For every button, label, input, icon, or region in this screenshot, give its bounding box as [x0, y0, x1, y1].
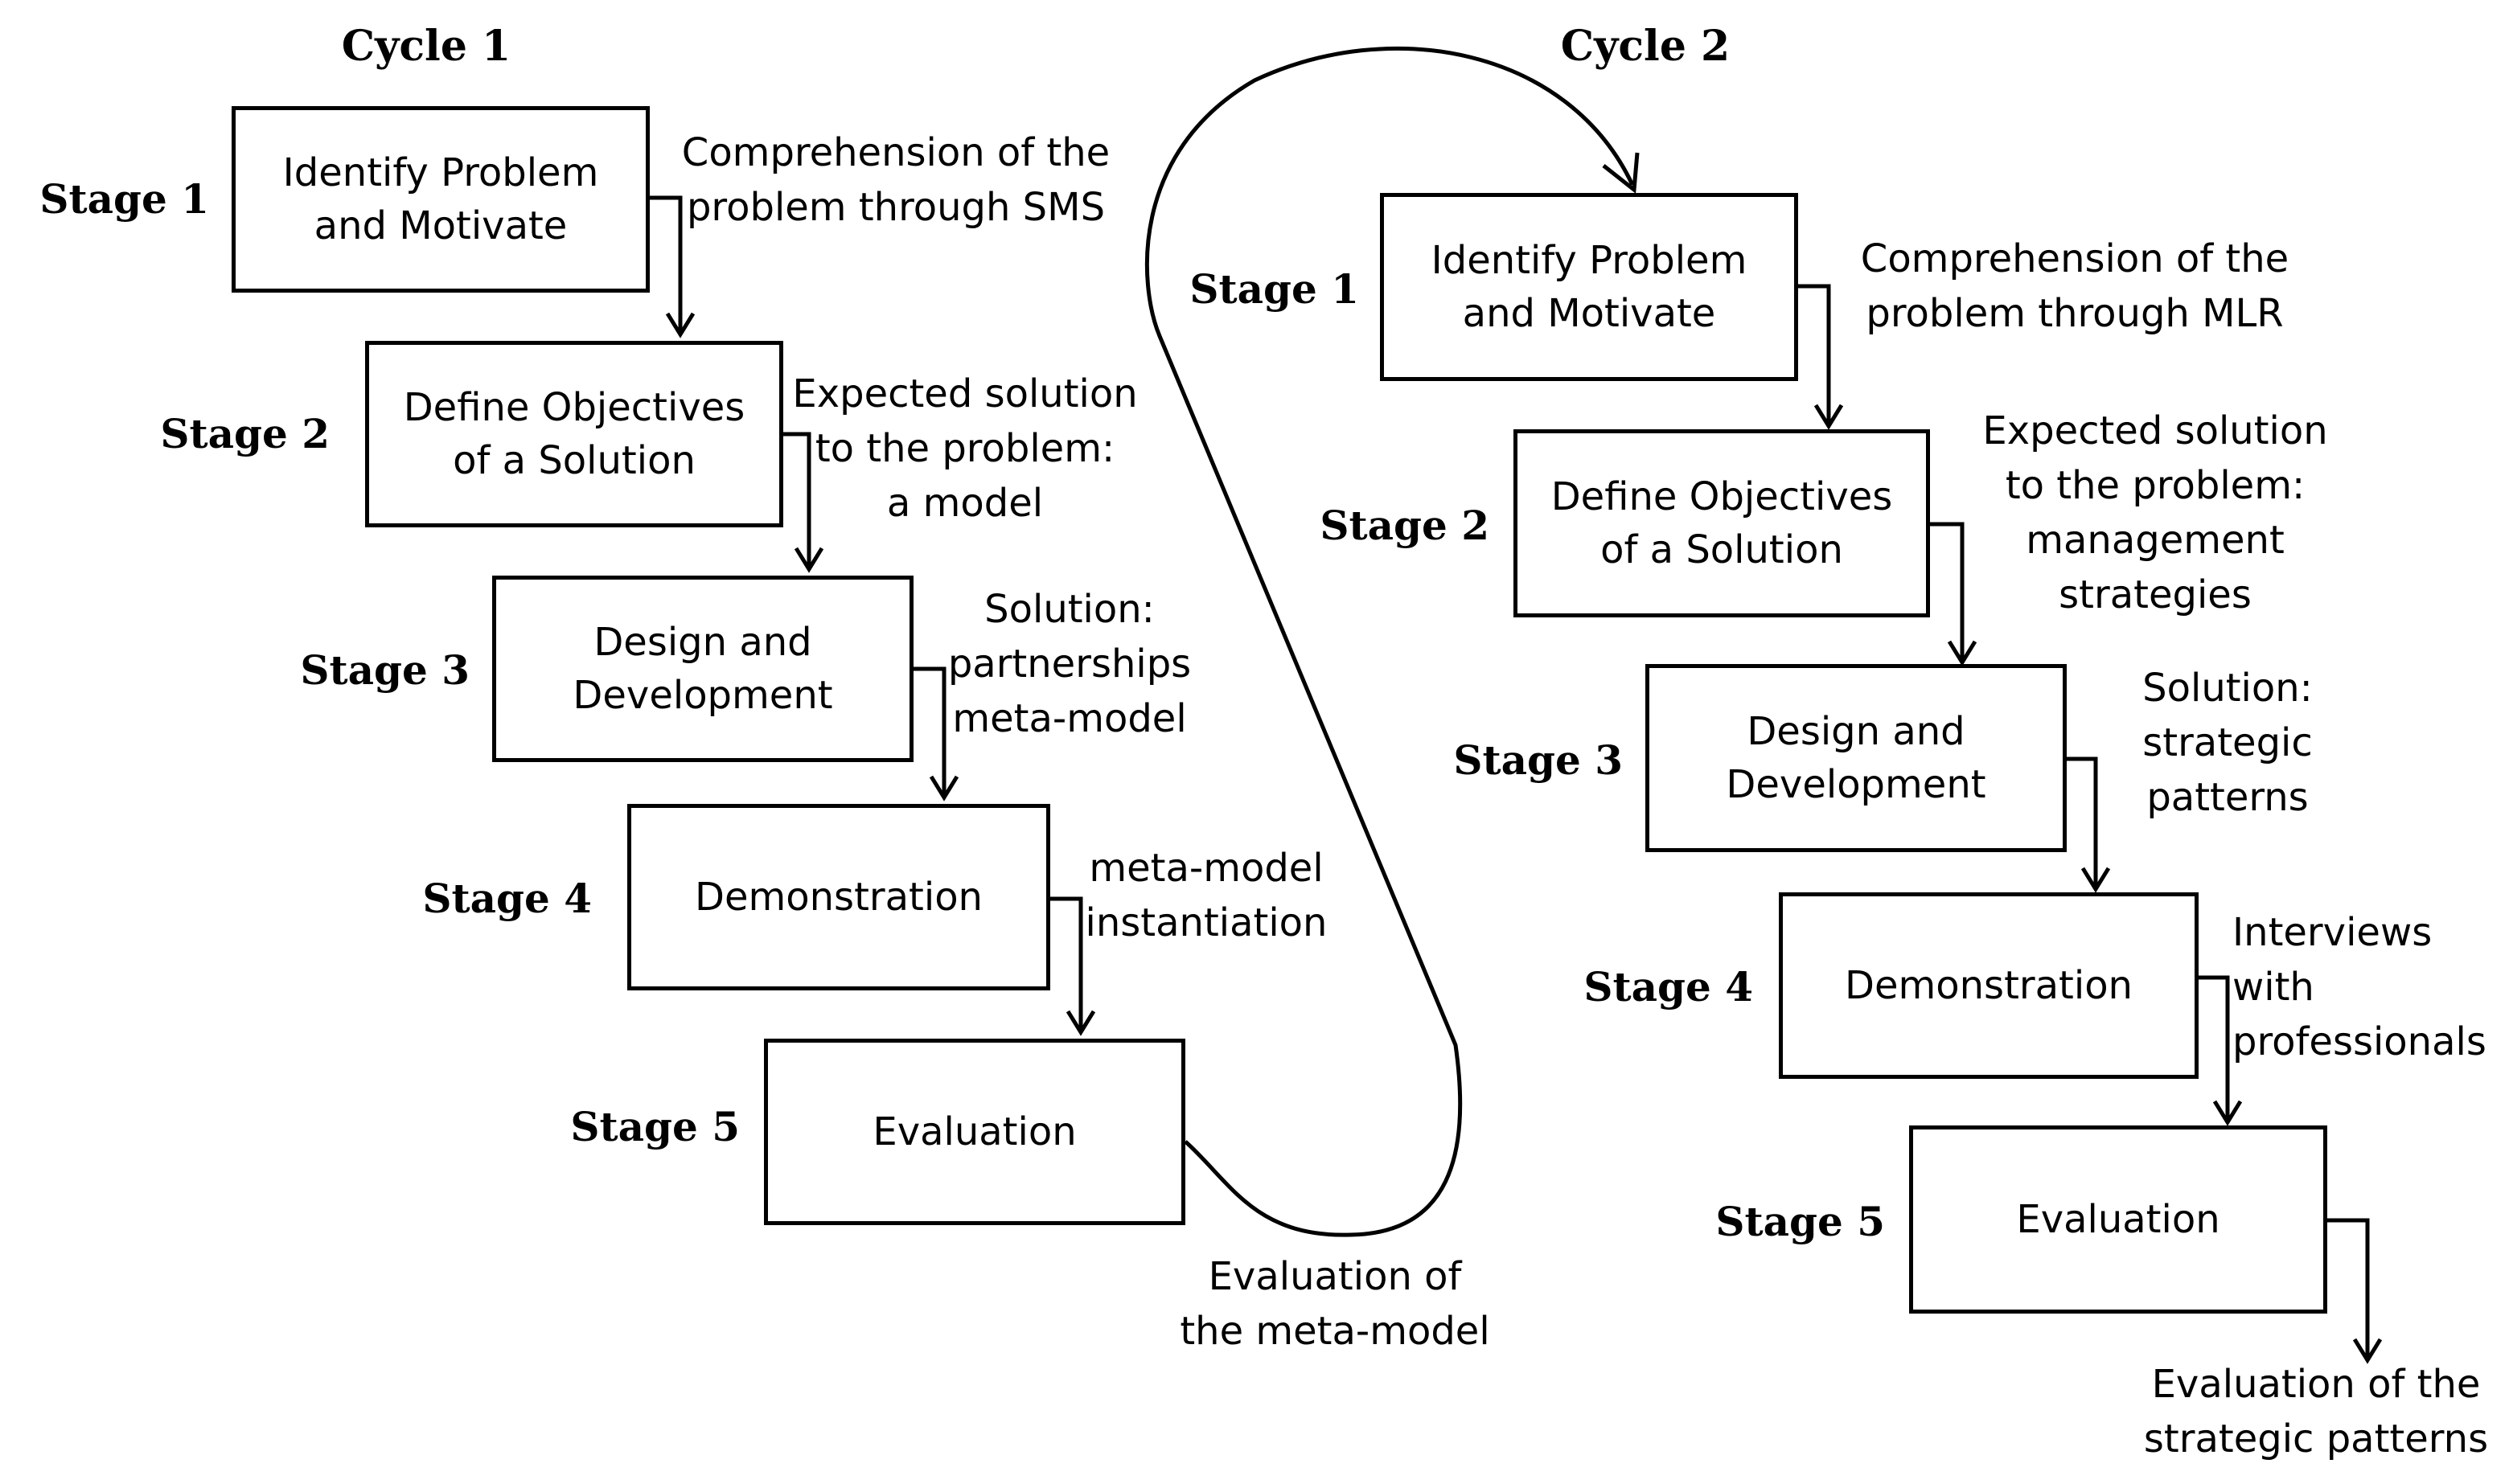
- c2-arrowhead-5-out: [2352, 1338, 2383, 1364]
- c2-stage1-box: Identify Problem and Motivate: [1380, 193, 1798, 381]
- c2-stage5-note: Evaluation of the strategic patterns: [2131, 1357, 2501, 1466]
- c1-stage1-box: Identify Problem and Motivate: [232, 106, 650, 293]
- c1-arrowhead-1-2: [665, 312, 696, 338]
- box-line: Define Objectives: [403, 385, 745, 430]
- note-line: Solution:: [2142, 666, 2313, 711]
- note-line: meta-model: [952, 696, 1187, 741]
- c1-stage4-note: meta-model instantiation: [1053, 841, 1359, 950]
- note-line: to the problem:: [815, 426, 1115, 471]
- note-line: strategies: [2059, 572, 2252, 617]
- c1-stage5-label: Stage 5: [570, 1103, 740, 1150]
- note-line: professionals: [2232, 1019, 2486, 1064]
- note-line: Comprehension of the: [681, 130, 1111, 175]
- note-line: Expected solution: [1982, 408, 2328, 453]
- box-line: of a Solution: [1600, 527, 1843, 572]
- c1-stage3-label: Stage 3: [300, 646, 470, 694]
- cycle1-title: Cycle 1: [341, 22, 511, 71]
- note-line: problem through MLR: [1866, 291, 2284, 336]
- cycle2-title: Cycle 2: [1560, 22, 1731, 71]
- c2-stage3-box: Design and Development: [1645, 664, 2067, 852]
- box-line: Define Objectives: [1550, 474, 1893, 519]
- c1-stage3-box: Design and Development: [492, 576, 914, 762]
- note-line: a model: [886, 481, 1044, 526]
- note-line: strategic: [2142, 720, 2313, 765]
- box-line: Evaluation: [2016, 1197, 2220, 1242]
- c2-stage5-box: Evaluation: [1909, 1125, 2327, 1314]
- c2-stage4-note: Interviews with professionals: [2232, 905, 2498, 1069]
- c1-stage4-label: Stage 4: [422, 875, 592, 922]
- c2-arrow-1-2: [1798, 284, 1831, 423]
- note-line: Solution:: [984, 587, 1155, 632]
- note-line: problem through SMS: [686, 185, 1106, 230]
- c2-stage2-box: Define Objectives of a Solution: [1513, 429, 1930, 617]
- note-line: meta-model: [1089, 846, 1324, 891]
- c2-stage4-box: Demonstration: [1779, 892, 2199, 1079]
- c2-stage1-note: Comprehension of the problem through MLR: [1842, 232, 2308, 341]
- box-line: Demonstration: [695, 875, 983, 920]
- c1-arrow-2-3: [783, 432, 811, 566]
- c1-stage5-note: Evaluation of the meta-model: [1158, 1249, 1512, 1359]
- note-line: Expected solution: [792, 371, 1138, 416]
- note-line: Comprehension of the: [1860, 236, 2289, 281]
- c2-stage1-label: Stage 1: [1189, 265, 1359, 313]
- c1-stage2-note: Expected solution to the problem: a mode…: [788, 367, 1142, 531]
- note-line: patterns: [2146, 775, 2309, 820]
- note-line: Evaluation of the: [2151, 1362, 2481, 1407]
- c1-stage1-label: Stage 1: [39, 175, 209, 223]
- c1-stage2-label: Stage 2: [160, 410, 330, 457]
- note-line: strategic patterns: [2143, 1416, 2489, 1461]
- c1-arrowhead-4-5: [1066, 1010, 1096, 1036]
- c1-stage3-note: Solution: partnerships meta-model: [933, 582, 1206, 746]
- note-line: with: [2232, 965, 2314, 1010]
- c2-stage2-note: Expected solution to the problem: manage…: [1962, 404, 2348, 622]
- box-line: Identify Problem: [1431, 238, 1747, 283]
- box-line: Development: [573, 673, 833, 718]
- c2-stage3-note: Solution: strategic patterns: [2107, 661, 2348, 825]
- c1-stage4-box: Demonstration: [627, 804, 1050, 990]
- box-line: Design and: [593, 620, 812, 665]
- note-line: partnerships: [947, 642, 1192, 687]
- box-line: Identify Problem: [282, 150, 599, 195]
- box-line: of a Solution: [453, 438, 696, 483]
- c1-arrowhead-3-4: [929, 775, 959, 801]
- box-line: Design and: [1747, 709, 1965, 754]
- c2-arrowhead-4-5: [2212, 1100, 2243, 1126]
- note-line: Interviews: [2232, 910, 2433, 955]
- c2-arrow-3-4: [2067, 756, 2098, 886]
- note-line: Evaluation of: [1208, 1254, 1462, 1299]
- c1-arrow-3-4: [914, 666, 947, 794]
- c2-arrowhead-2-3: [1947, 640, 1977, 666]
- c1-stage5-box: Evaluation: [764, 1039, 1185, 1225]
- box-line: Evaluation: [873, 1109, 1077, 1154]
- box-line: Demonstration: [1845, 963, 2133, 1008]
- box-line: and Motivate: [314, 203, 568, 248]
- c2-stage5-label: Stage 5: [1715, 1198, 1885, 1245]
- note-line: management: [2026, 518, 2285, 563]
- c1-to-c2-loop-curve: [1144, 46, 1635, 1237]
- c2-arrowhead-3-4: [2080, 867, 2111, 893]
- box-line: Development: [1726, 762, 1986, 807]
- c1-arrowhead-2-3: [794, 547, 824, 573]
- note-line: to the problem:: [2005, 463, 2306, 508]
- c2-stage2-label: Stage 2: [1320, 502, 1489, 549]
- note-line: the meta-model: [1180, 1309, 1490, 1354]
- c2-stage4-label: Stage 4: [1583, 963, 1753, 1011]
- c2-arrow-4-5: [2199, 975, 2230, 1119]
- c1-stage2-box: Define Objectives of a Solution: [365, 341, 783, 527]
- box-line: and Motivate: [1462, 291, 1716, 336]
- c1-arrow-1-2: [650, 195, 683, 331]
- note-line: instantiation: [1085, 900, 1328, 945]
- c2-arrow-5-out: [2327, 1218, 2370, 1357]
- loop-arrowhead: [1602, 152, 1640, 194]
- c2-arrow-2-3: [1930, 522, 1965, 659]
- c2-arrowhead-1-2: [1813, 404, 1844, 430]
- c2-stage3-label: Stage 3: [1453, 736, 1623, 784]
- c1-arrow-4-5: [1050, 896, 1083, 1029]
- c1-stage1-note: Comprehension of the problem through SMS: [671, 125, 1121, 235]
